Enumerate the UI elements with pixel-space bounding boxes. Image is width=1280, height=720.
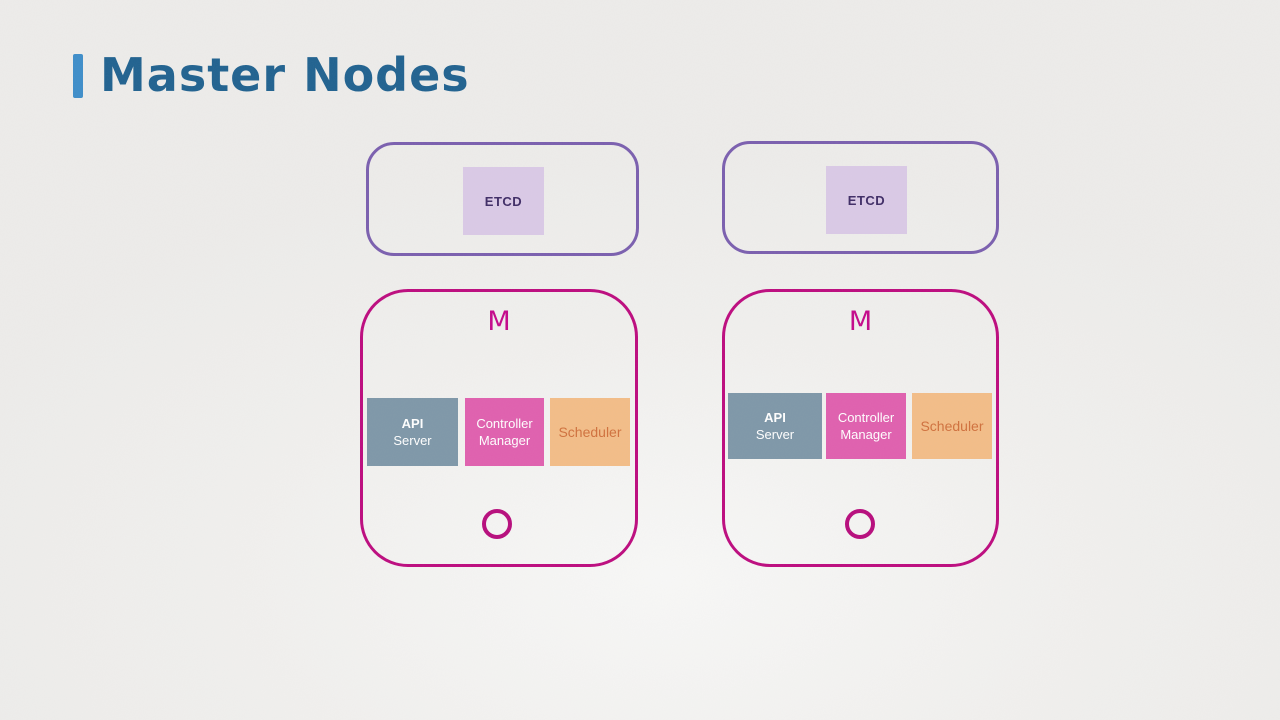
component-label-line: API [764,410,786,425]
node-circle [845,509,875,539]
master-node-label: M [487,306,511,337]
etcd-container: ETCD [722,141,999,254]
title-accent-bar [73,54,83,98]
api-server-box: API Server [367,398,458,466]
component-label-line: Scheduler [920,417,984,434]
node-circle [482,509,512,539]
component-label-line: Controller [476,416,533,431]
page-title: Master Nodes [100,48,470,102]
component-label-line: Manager [478,433,531,448]
scheduler-box: Scheduler [912,393,992,459]
etcd-container: ETCD [366,142,639,256]
etcd-label: ETCD [847,192,886,208]
component-label-line: Server [393,433,432,448]
component-label-line: Manager [840,427,892,442]
component-label-line: Server [755,427,795,442]
title-row: Master Nodes [73,50,470,100]
component-label-line: Scheduler [558,423,622,440]
etcd-box: ETCD [463,167,544,235]
scheduler-box: Scheduler [550,398,630,466]
master-node: M API Server Controller Manager Schedule… [722,289,999,567]
api-server-box: API Server [728,393,822,459]
component-label-line: API [401,416,424,431]
controller-manager-box: Controller Manager [465,398,544,466]
controller-manager-box: Controller Manager [826,393,906,459]
master-node: M API Server Controller Manager Schedule… [360,289,638,567]
etcd-label: ETCD [484,193,523,209]
etcd-box: ETCD [826,166,907,234]
master-node-label: M [848,306,873,337]
component-label-line: Controller [837,410,895,425]
